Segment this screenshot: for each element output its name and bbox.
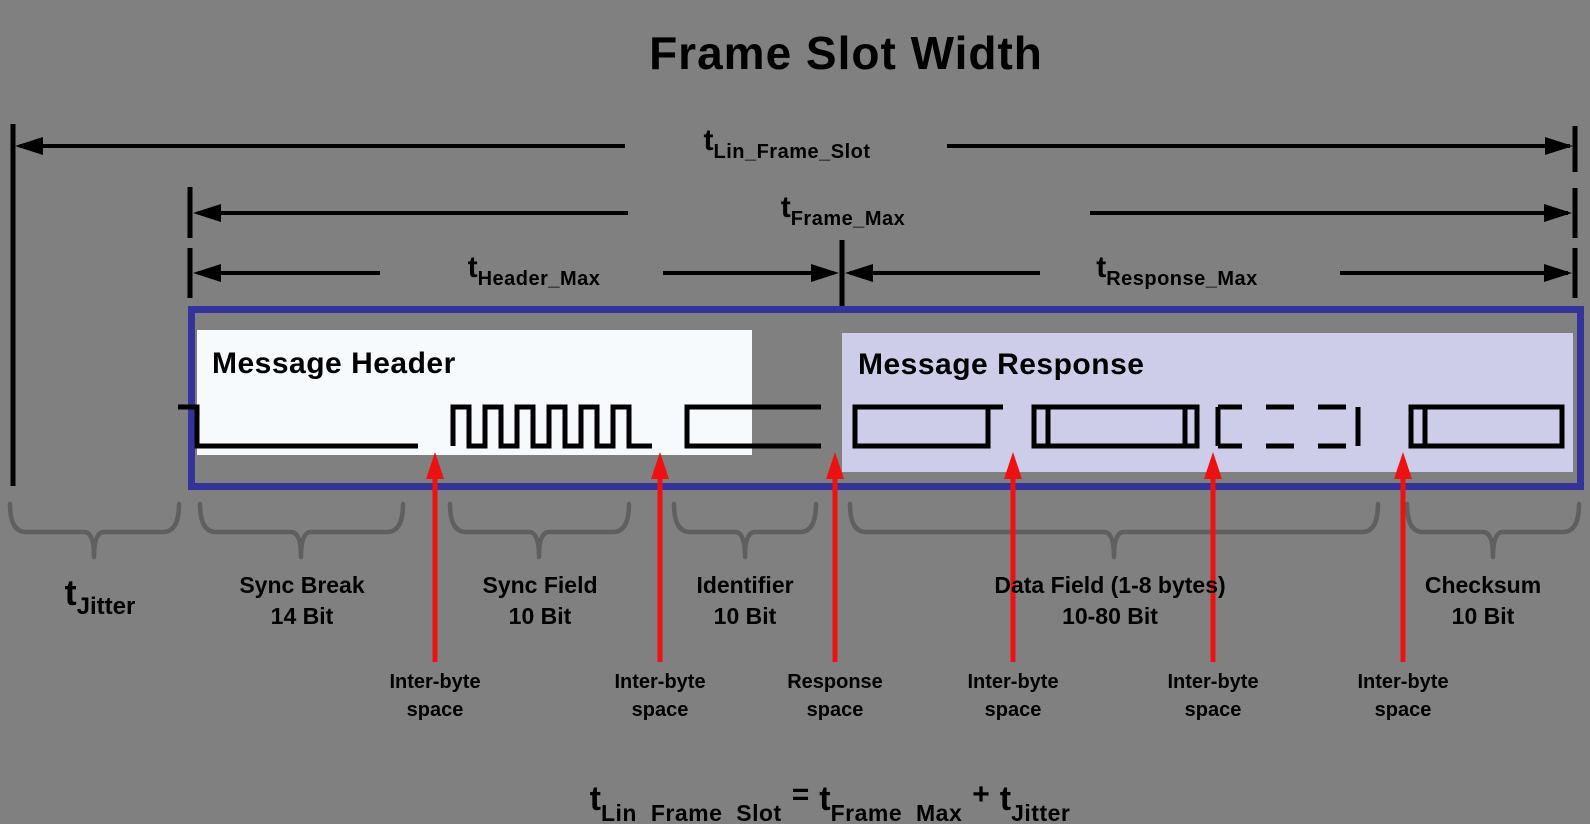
callout-4-line1: Inter-byte	[967, 671, 1059, 693]
red-arrow-inter-byte-1	[426, 452, 444, 662]
formula-sub1: Lin Frame Slot	[600, 800, 782, 824]
callout-6-line1: Inter-byte	[1357, 671, 1449, 693]
inter-byte-space-callout-3: Inter-byte space	[967, 668, 1058, 724]
inter-byte-space-callout-5: Inter-byte space	[1357, 668, 1448, 724]
waveform-data-byte-2	[1031, 404, 1200, 449]
page-title: Frame Slot Width	[649, 27, 1043, 79]
callout-5-line1: Inter-byte	[1167, 671, 1259, 693]
brace-jitter	[7, 501, 182, 560]
dim-frame-max-sub: Frame_Max	[790, 208, 906, 230]
sync-field-line2: 10 Bit	[508, 603, 572, 629]
red-arrow-response-space	[826, 452, 844, 662]
callout-2-line1: Inter-byte	[614, 671, 706, 693]
dim-label-response-max: tResponse_Max	[1096, 251, 1258, 291]
checksum-line1: Checksum	[1424, 572, 1542, 598]
sync-break-line2: 14 Bit	[270, 603, 334, 629]
brace-data-field	[847, 501, 1381, 560]
callout-6-line2: space	[1374, 699, 1432, 721]
jitter-base: t	[64, 572, 77, 613]
jitter-sub: Jitter	[76, 593, 136, 620]
field-braces	[7, 501, 1582, 560]
dim-frame-max-base: t	[780, 191, 791, 224]
jitter-label: tJitter	[65, 572, 136, 621]
waveform-checksum-byte	[1408, 404, 1565, 449]
callout-1-line1: Inter-byte	[389, 671, 481, 693]
brace-sync-field	[447, 501, 632, 560]
callout-4-line2: space	[984, 699, 1042, 721]
sync-field-label: Sync Field 10 Bit	[482, 570, 597, 632]
inter-byte-space-callout-4: Inter-byte space	[1167, 668, 1258, 724]
dimension-row-frame-max	[193, 204, 1572, 222]
response-space-callout: Response space	[787, 668, 883, 724]
red-arrow-inter-byte-4	[1204, 452, 1222, 662]
waveform-sync-break	[178, 404, 418, 449]
sync-break-line1: Sync Break	[239, 572, 365, 598]
dim-response-max-sub: Response_Max	[1106, 268, 1258, 290]
waveform-message-header	[178, 404, 821, 449]
inter-byte-space-callout-2: Inter-byte space	[614, 668, 705, 724]
identifier-label: Identifier 10 Bit	[696, 570, 793, 632]
callout-2-line2: space	[631, 699, 689, 721]
message-response-label: Message Response	[858, 348, 1145, 381]
callout-3-line1: Response	[787, 671, 883, 693]
brace-identifier	[671, 501, 819, 560]
frame-slot-outline-box	[188, 306, 1584, 490]
sync-field-line1: Sync Field	[482, 572, 598, 598]
dim-header-max-base: t	[467, 251, 478, 284]
callout-3-line2: space	[806, 699, 864, 721]
dim-lin-frame-slot-sub: Lin_Frame_Slot	[713, 141, 871, 163]
checksum-label: Checksum 10 Bit	[1425, 570, 1541, 632]
data-field-label: Data Field (1-8 bytes) 10-80 Bit	[994, 570, 1225, 632]
dim-response-max-base: t	[1096, 251, 1107, 284]
dim-label-frame-max: tFrame_Max	[781, 191, 906, 231]
waveform-identifier	[684, 404, 821, 449]
formula-t2: t	[819, 780, 831, 818]
dimension-ticks	[10, 124, 1578, 486]
callout-5-line2: space	[1184, 699, 1242, 721]
message-response-box	[842, 333, 1573, 472]
formula-sub3: Jitter	[1011, 800, 1071, 824]
formula-t3: t	[999, 780, 1012, 818]
callout-1-line2: space	[406, 699, 464, 721]
data-field-line2: 10-80 Bit	[1062, 603, 1158, 629]
formula-plus: +	[972, 778, 990, 811]
red-arrow-inter-byte-3	[1004, 452, 1022, 662]
dim-header-max-sub: Header_Max	[477, 268, 601, 290]
inter-byte-space-callout-1: Inter-byte space	[389, 668, 480, 724]
waveform-sync-field	[450, 404, 652, 449]
checksum-line2: 10 Bit	[1451, 603, 1515, 629]
waveform-data-bytes-variable-dashed	[1215, 404, 1361, 449]
brace-checksum	[1404, 501, 1582, 560]
brace-sync-break	[197, 501, 406, 560]
waveform-message-response	[852, 404, 1565, 449]
identifier-line1: Identifier	[696, 572, 794, 598]
waveform-data-byte-1	[852, 404, 1003, 449]
message-header-box	[197, 330, 752, 455]
formula-sub2: Frame Max	[830, 800, 963, 824]
dimension-row-lin-frame-slot	[15, 137, 1573, 155]
identifier-line2: 10 Bit	[713, 603, 777, 629]
formula-equals: =	[791, 778, 810, 811]
red-arrow-inter-byte-5	[1394, 452, 1412, 662]
dimension-row-header-max	[193, 264, 839, 282]
dim-label-lin-frame-slot: tLin_Frame_Slot	[703, 124, 870, 164]
frame-slot-formula: tLin Frame Slot=tFrame Max+tJitter	[590, 778, 1071, 824]
sync-break-label: Sync Break 14 Bit	[239, 570, 364, 632]
dim-lin-frame-slot-base: t	[703, 124, 714, 157]
space-callout-arrows	[426, 452, 1412, 662]
red-arrow-inter-byte-2	[651, 452, 669, 662]
formula-t1: t	[589, 780, 601, 818]
data-field-line1: Data Field (1-8 bytes)	[994, 572, 1226, 598]
dim-label-header-max: tHeader_Max	[468, 251, 601, 291]
dimension-row-response-max	[845, 264, 1572, 282]
message-header-label: Message Header	[212, 347, 456, 380]
